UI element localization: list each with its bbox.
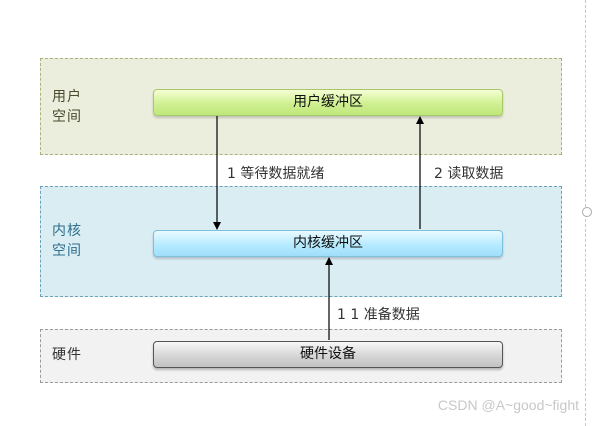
step-read-data-label: 2 读取数据 [434,166,504,182]
user-space-label: 用户 空间 [52,87,82,127]
watermark: CSDN @A~good~fight [437,397,579,413]
kernel-buffer-box: 内核缓冲区 [153,230,503,257]
hardware-device-box: 硬件设备 [153,341,503,368]
user-space-label-text: 用户 空间 [52,89,82,125]
hardware-label: 硬件 [52,347,82,363]
kernel-space-label-text: 内核 空间 [52,223,82,259]
step-prepare-data-label: 1 1 准备数据 [337,307,420,323]
step-wait-data-label: 1 等待数据就绪 [227,166,325,182]
kernel-space-label: 内核 空间 [52,221,82,261]
user-buffer-box: 用户缓冲区 [153,89,503,116]
resize-handle[interactable] [582,207,592,217]
